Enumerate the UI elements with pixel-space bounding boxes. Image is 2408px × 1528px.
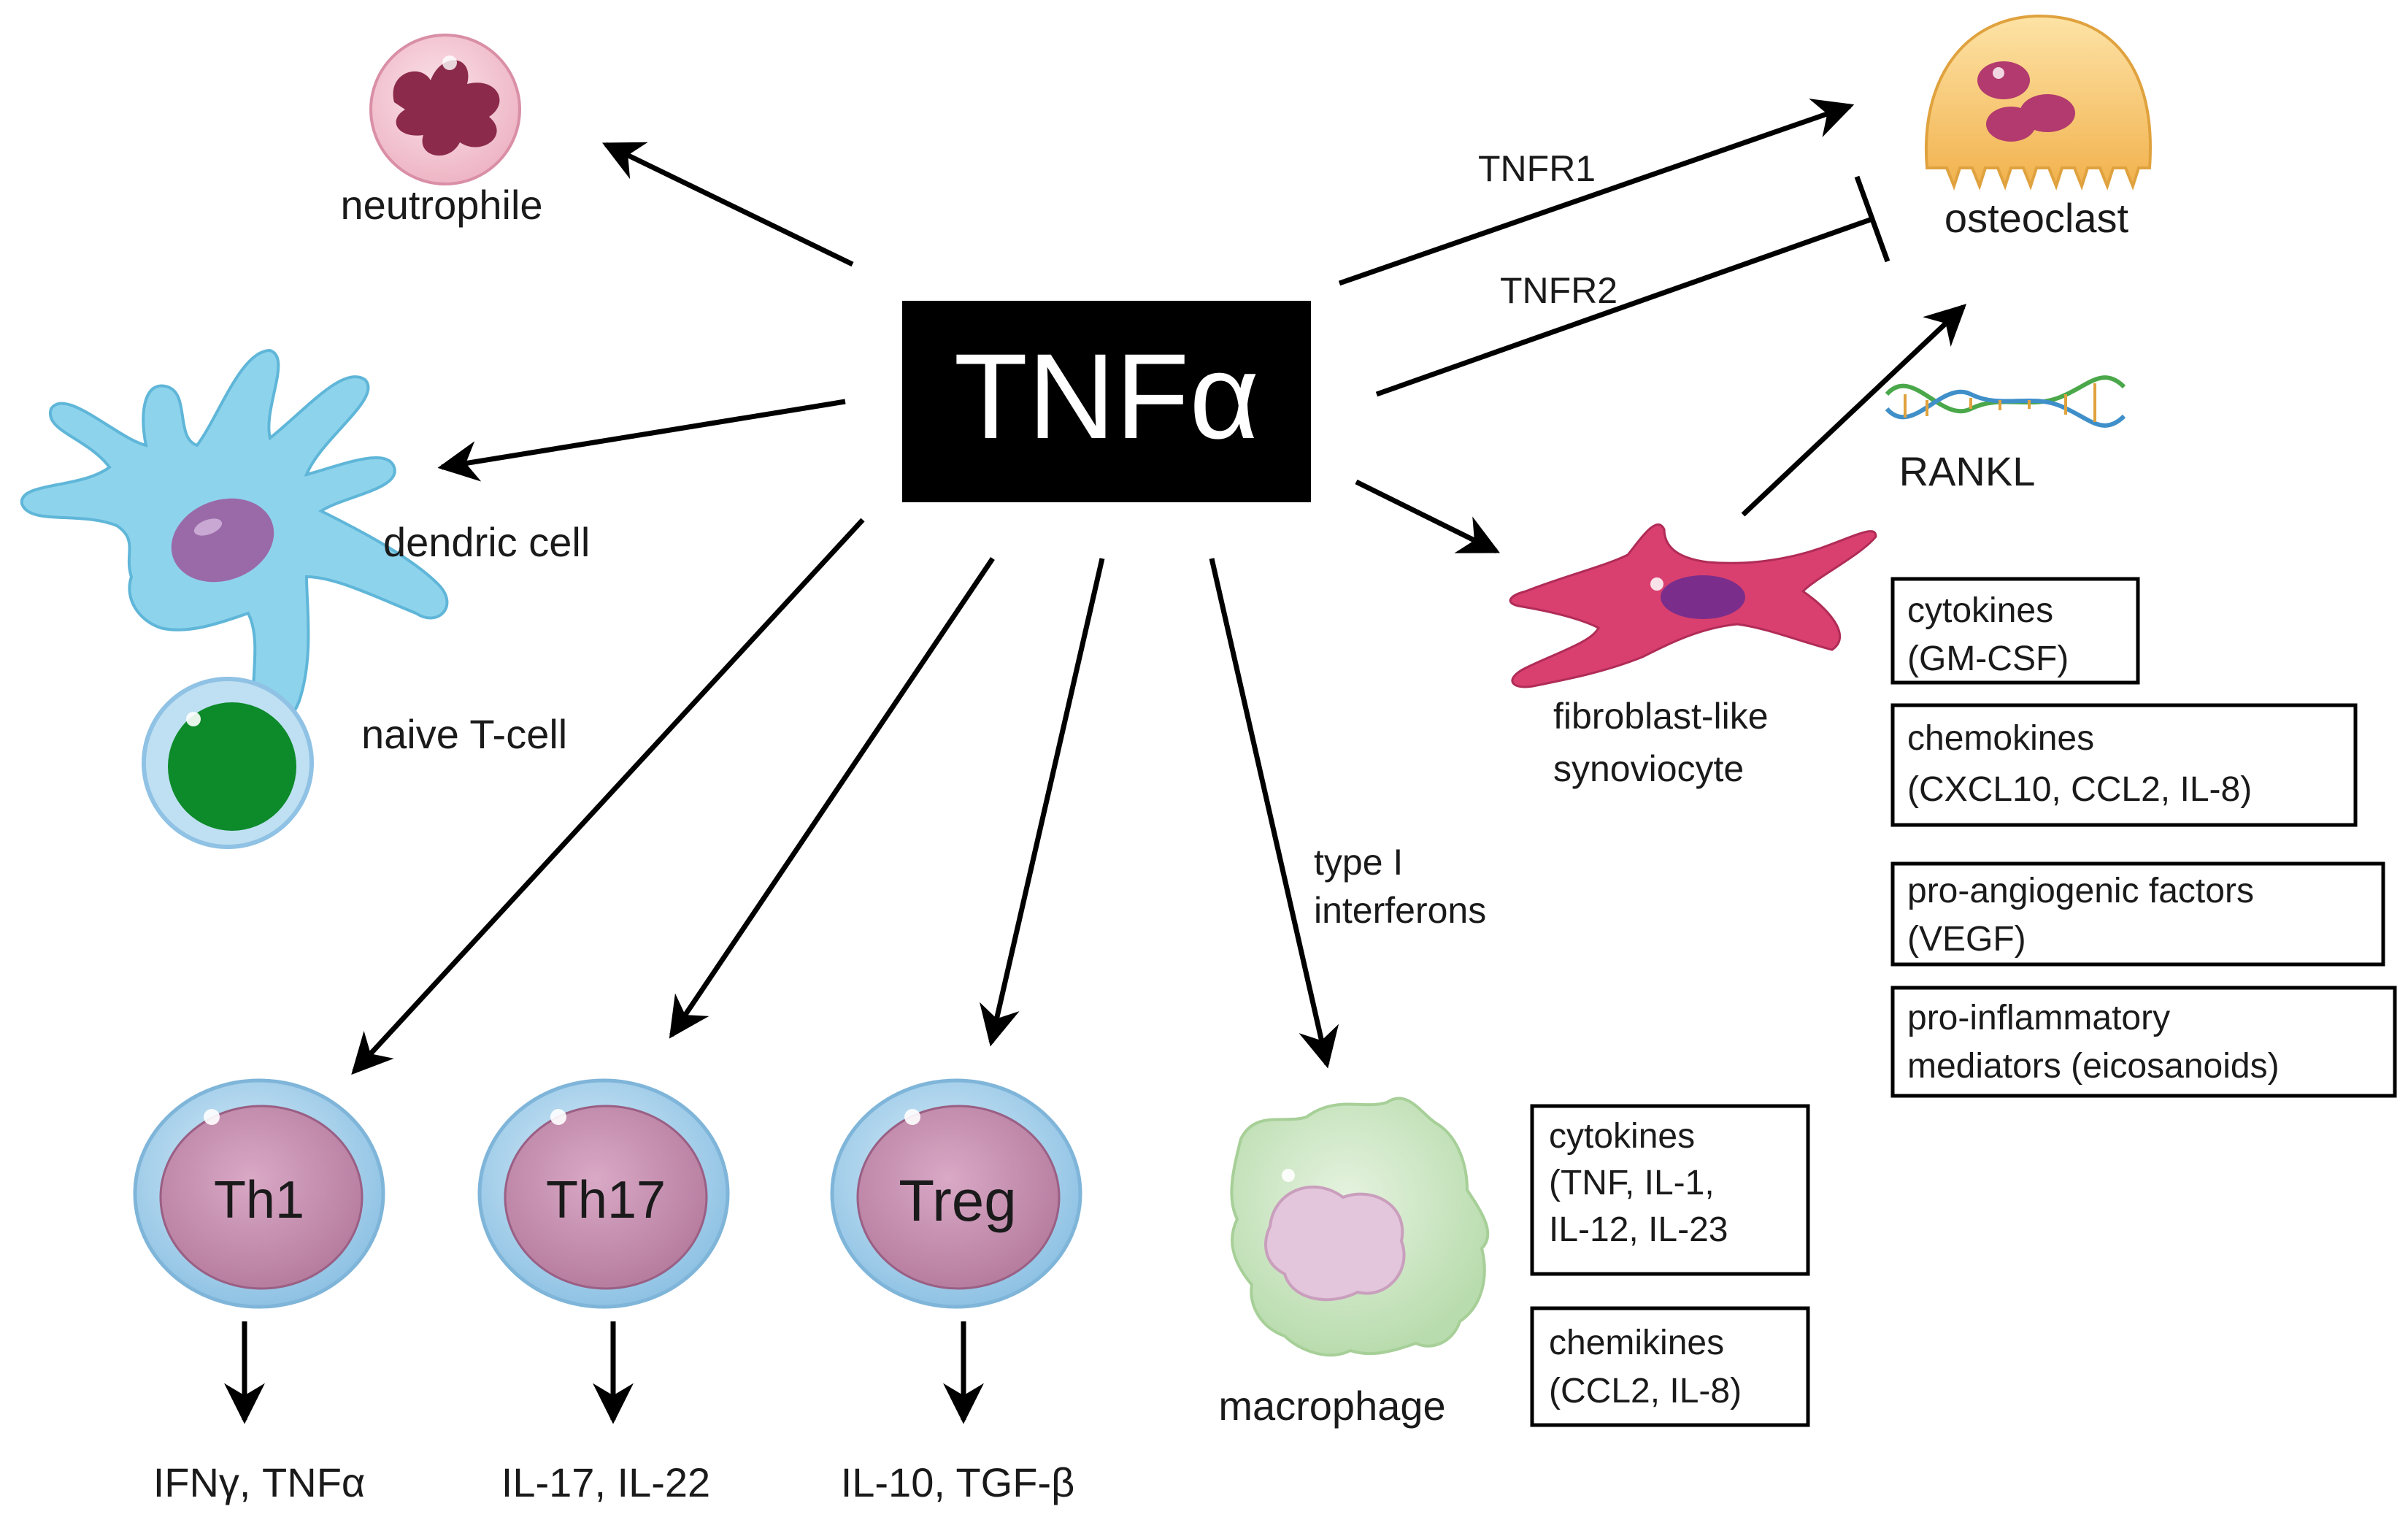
svg-text:cytokines(GM-CSF): cytokines (GM-CSF) [1907,591,2069,678]
tnf-alpha-node: TNFα [902,301,1311,502]
fls-box-2-line-2: (VEGF) [1907,920,2026,959]
inhibit-tnfr2 [1375,216,1874,397]
arrow-to-treg [979,558,1105,1047]
fls-box-1-line-1: chemokines [1907,719,2094,758]
fls-box-2-line-1: pro-angiogenic factors [1907,872,2254,910]
naive-t-cell-label: naive T-cell [361,711,567,757]
naive-t-cell-icon [142,677,314,849]
arrow-to-dendritic [437,399,846,482]
macrophage-box-0-line-3: IL-12, IL-23 [1549,1210,1728,1249]
fls-box-0: cytokines (GM-CSF) [1890,577,2140,685]
macrophage-box-0-line-1: cytokines [1549,1117,1695,1156]
th17-cell: Th17 [477,1078,730,1309]
neutrophil-icon [369,34,521,185]
tnf-alpha-label: TNFα [954,329,1260,464]
arrow-tnfr1 [1338,99,1855,286]
tnfr2-label: TNFR2 [1500,270,1617,311]
dendritic-cell-label: dendric cell [383,519,590,565]
fibroblast-line-1: fibroblast-like [1553,696,1769,737]
rankl-label: RANKL [1899,448,2036,494]
svg-text:chemikines (CCL2, IL-8): chemikines (CCL2, IL-8) [1549,1324,1742,1410]
tnfr1-label: TNFR1 [1478,148,1596,189]
svg-text:pro-angiogenic factors(VEGF): pro-angiogenic factors (VEGF) [1907,872,2254,959]
fls-box-1-line-2: (CXCL10, CCL2, IL-8) [1907,770,2252,809]
fibroblast-line-2: synoviocyte [1553,748,1744,789]
arrow-to-macrophage [1209,558,1339,1069]
macrophage-box-1-line-1: chemikines [1549,1324,1724,1362]
th1-output: IFNγ, TNFα [153,1459,366,1505]
macrophage-box-0-line-2: (TNF, IL-1, [1549,1164,1715,1202]
neutrophile-label: neutrophile [340,182,542,228]
fls-box-0-line-1: cytokines [1907,591,2053,630]
fls-box-3-line-2: mediators (eicosanoids) [1907,1047,2280,1086]
arrow-to-th17 [669,557,995,1039]
dna-icon [1885,375,2126,428]
treg-label: Treg [899,1168,1017,1233]
fls-box-3-line-1: pro-inflammatory [1907,999,2170,1037]
fls-box-0-line-2: (GM-CSF) [1907,640,2069,678]
svg-text:chemokines(CXCL10, CCL2, IL-8): chemokines (CXCL10, CCL2, IL-8) [1907,719,2252,809]
macrophage-label: macrophage [1218,1383,1445,1429]
svg-text:cytokines (TNF, IL-1,: cytokines (TNF, IL-1, IL-12, IL-23 [1549,1117,1728,1249]
osteoclast-icon [1924,14,2152,191]
treg-cell: Treg [830,1078,1082,1309]
interferons-line-2: interferons [1314,890,1486,931]
th1-cell: Th1 [133,1078,385,1309]
fls-box-3: pro-inflammatory mediators (eicosanoids) [1890,986,2397,1098]
th1-label: Th1 [214,1171,304,1229]
interferons-line-1: type I [1314,842,1403,883]
th17-label: Th17 [546,1171,666,1229]
macrophage-icon [1230,1097,1490,1357]
arrow-rankl-osteoclast [1741,304,1967,517]
th17-output: IL-17, IL-22 [501,1459,710,1505]
arrow-to-th1 [351,518,865,1075]
macrophage-box-0: cytokines (TNF, IL-1, IL-12, IL-23 [1530,1104,1810,1276]
macrophage-box-1: chemikines (CCL2, IL-8) [1530,1306,1810,1427]
treg-output: IL-10, TGF-β [841,1459,1075,1505]
inhibit-bar [1854,175,1890,263]
osteoclast-label: osteoclast [1945,195,2129,241]
fibroblast-label: fibroblast-like synoviocyte [1553,696,1778,789]
fls-box-2: pro-angiogenic factors (VEGF) [1890,861,2385,967]
macrophage-box-1-line-2: (CCL2, IL-8) [1549,1372,1742,1410]
arrows [224,99,1967,1424]
arrow-to-neutrophile [601,142,854,267]
fls-box-1: chemokines (CXCL10, CCL2, IL-8) [1890,703,2358,827]
fibroblast-icon [1509,523,1877,688]
interferons-label: type I interferons [1314,842,1486,931]
arrow-to-fibroblast [1355,479,1501,554]
